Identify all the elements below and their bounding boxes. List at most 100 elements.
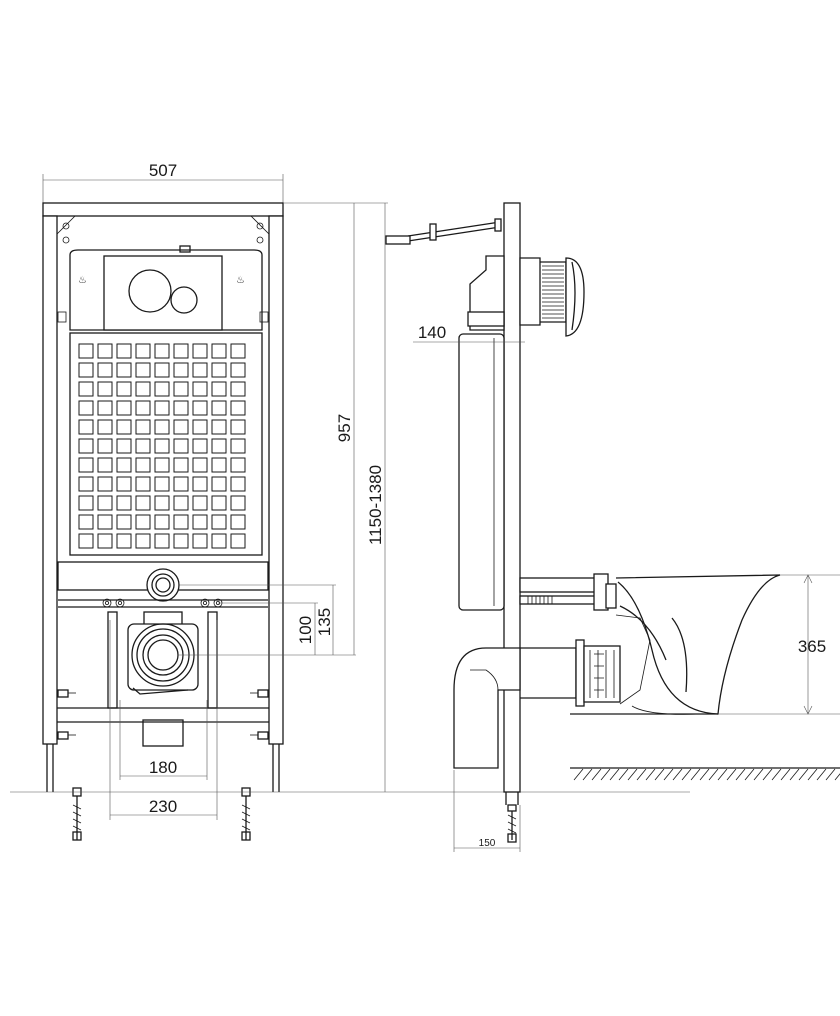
flush-pipe-side [519, 573, 617, 611]
grid-square [116, 438, 132, 454]
grid-square [173, 343, 189, 359]
grid-square [135, 438, 151, 454]
grid-square [173, 457, 189, 473]
grid-square [173, 381, 189, 397]
grid-square [116, 457, 132, 473]
actuator-housing [519, 257, 585, 337]
grid-square [230, 476, 246, 492]
grid-square [116, 514, 132, 530]
grid-square [135, 457, 151, 473]
grid-square [97, 381, 113, 397]
dimension-height-957: 957 [283, 202, 360, 655]
grid-square [230, 457, 246, 473]
dimension-height-range-label: 1150-1380 [366, 465, 385, 545]
grid-square [230, 514, 246, 530]
half-flush-icon: ♨ [236, 275, 245, 286]
grid-square [154, 495, 170, 511]
grid-square [78, 457, 94, 473]
full-flush-icon: ♨ [78, 275, 87, 286]
grid-square [192, 400, 208, 416]
grid-square [154, 362, 170, 378]
toilet-bowl-side [570, 574, 781, 715]
grid-square [211, 362, 227, 378]
grid-square [97, 457, 113, 473]
grid-square [154, 343, 170, 359]
cistern-side [458, 255, 505, 611]
frame-right-upright [268, 215, 284, 745]
frame-top-bar [42, 202, 284, 217]
grid-square [116, 476, 132, 492]
grid-square [211, 343, 227, 359]
grid-square [97, 438, 113, 454]
floor-line-side [570, 767, 840, 781]
side-clips [57, 689, 269, 740]
dimension-axis-230-label: 230 [149, 797, 177, 816]
floor-anchor-left [72, 787, 82, 841]
dimension-bowl-height-label: 365 [798, 637, 826, 656]
grid-square [211, 400, 227, 416]
dimension-height-100-135: 100 135 [178, 584, 356, 656]
grid-square [230, 419, 246, 435]
grid-square [97, 400, 113, 416]
grid-square [192, 495, 208, 511]
grid-square [154, 419, 170, 435]
grid-square [230, 438, 246, 454]
grid-square [230, 381, 246, 397]
grid-square [173, 438, 189, 454]
grid-square [173, 419, 189, 435]
grid-square [135, 514, 151, 530]
dimension-axis-230: 230 [109, 620, 218, 820]
grid-square [97, 495, 113, 511]
grid-square [78, 343, 94, 359]
grid-square [192, 514, 208, 530]
grid-square [97, 476, 113, 492]
grid-square [211, 438, 227, 454]
floor-anchor-right [241, 787, 251, 841]
dual-flush-button-icon [128, 269, 198, 314]
dimension-height-135-label: 135 [315, 608, 334, 636]
grid-square [211, 457, 227, 473]
grid-square [154, 381, 170, 397]
grid-square [154, 514, 170, 530]
grid-square [173, 495, 189, 511]
flush-outlet [146, 568, 180, 602]
floor-anchor-side [507, 804, 517, 843]
grid-square [173, 514, 189, 530]
side-upright [503, 202, 521, 793]
grid-square [116, 495, 132, 511]
grid-square [211, 514, 227, 530]
grid-square [116, 381, 132, 397]
flush-plate [103, 255, 223, 331]
dimension-height-100-label: 100 [296, 616, 315, 644]
grid-square [135, 495, 151, 511]
grid-square [211, 419, 227, 435]
grid-square [154, 438, 170, 454]
grid-square [135, 343, 151, 359]
grid-square [192, 381, 208, 397]
grid-square [135, 362, 151, 378]
front-view: 507 ♨ ♨ [10, 161, 690, 841]
drain-outlet [127, 611, 199, 747]
grid-square [116, 343, 132, 359]
dimension-width-label: 507 [149, 161, 177, 180]
dimension-height-range: 1150-1380 [360, 202, 388, 792]
grid-square [154, 457, 170, 473]
grid-square [192, 438, 208, 454]
grid-square [78, 362, 94, 378]
drain-connector [583, 645, 621, 703]
frame-left-upright [42, 215, 58, 745]
grid-square [173, 400, 189, 416]
grid-square [97, 343, 113, 359]
grid-square [116, 533, 132, 549]
dimension-floor-150-label: 150 [479, 838, 496, 849]
grid-square [78, 476, 94, 492]
grid-square [135, 419, 151, 435]
grid-panel [69, 332, 263, 556]
grid-square [192, 476, 208, 492]
grid-square [116, 419, 132, 435]
wall-tie-rod [385, 218, 502, 245]
grid-square [97, 362, 113, 378]
grid-square [192, 362, 208, 378]
grid-square [135, 381, 151, 397]
